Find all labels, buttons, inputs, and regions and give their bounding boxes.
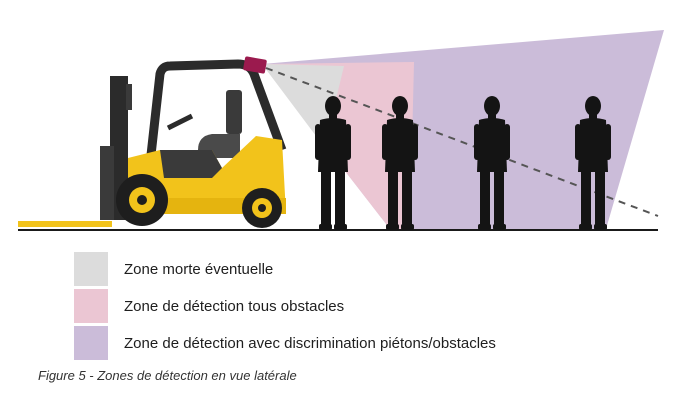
legend-label-all-obstacles: Zone de détection tous obstacles [124,297,345,315]
pedestrian-silhouette-icon [575,96,611,230]
legend-swatch-discrimination [74,326,108,360]
legend-item-dead-zone: Zone morte éventuelle [74,252,273,286]
pedestrian-silhouette-icon [315,96,351,230]
legend-label-dead-zone: Zone morte éventuelle [124,260,274,278]
legend-swatch-all-obstacles [74,289,108,323]
legend-item-all-obstacles: Zone de détection tous obstacles [74,289,344,323]
zone-dead [262,64,344,136]
sensor-beam-line [265,67,659,217]
forklift-icon [18,59,287,228]
pedestrian-silhouette-icon [474,96,510,230]
pedestrian-silhouette-icon [382,96,418,230]
figure-caption: Figure 5 - Zones de détection en vue lat… [38,368,297,383]
legend-swatch-dead-zone [74,252,108,286]
legend-item-discrimination: Zone de détection avec discrimination pi… [74,326,496,360]
legend-label-discrimination: Zone de détection avec discrimination pi… [124,334,496,352]
sensor-icon [243,56,267,74]
side-view-scene [18,30,664,231]
